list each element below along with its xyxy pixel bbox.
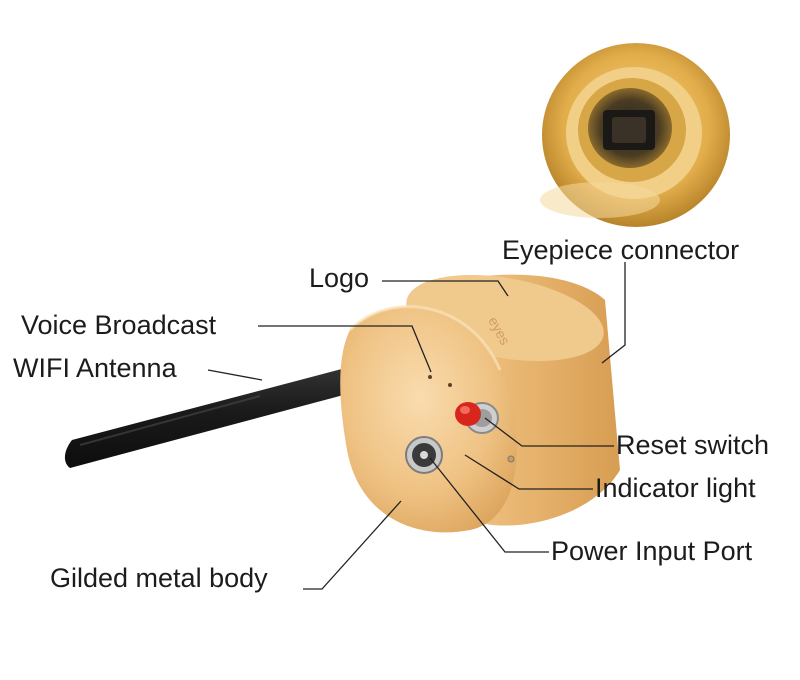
callout-indicator — [464, 454, 593, 490]
callout-reset — [484, 417, 614, 447]
power-input-port-label: Power Input Port — [551, 536, 753, 566]
power-input-port-shape — [405, 436, 443, 474]
reset-switch-label: Reset switch — [616, 430, 770, 460]
indicator-light-label: Indicator light — [595, 473, 756, 503]
gilded-metal-body-label: Gilded metal body — [50, 563, 268, 593]
wifi-antenna-label: WIFI Antenna — [13, 353, 177, 383]
callout-eyepiece — [601, 262, 626, 364]
callout-voice — [258, 325, 432, 373]
callout-power — [429, 457, 549, 553]
callout-logo — [382, 280, 509, 297]
eyepiece-connector-label: Eyepiece connector — [502, 235, 740, 265]
gilded-metal-body-shape: eyes — [340, 274, 620, 533]
eyepiece-connector-photo — [540, 43, 730, 227]
callout-lines — [207, 262, 626, 590]
reset-switch-shape — [455, 402, 499, 434]
voice-broadcast-holes — [428, 375, 452, 387]
logo-label: Logo — [309, 263, 370, 293]
callout-wifi — [207, 369, 263, 381]
voice-broadcast-label: Voice Broadcast — [21, 310, 217, 340]
indicator-light-shape — [507, 455, 515, 463]
callout-body — [303, 500, 402, 590]
